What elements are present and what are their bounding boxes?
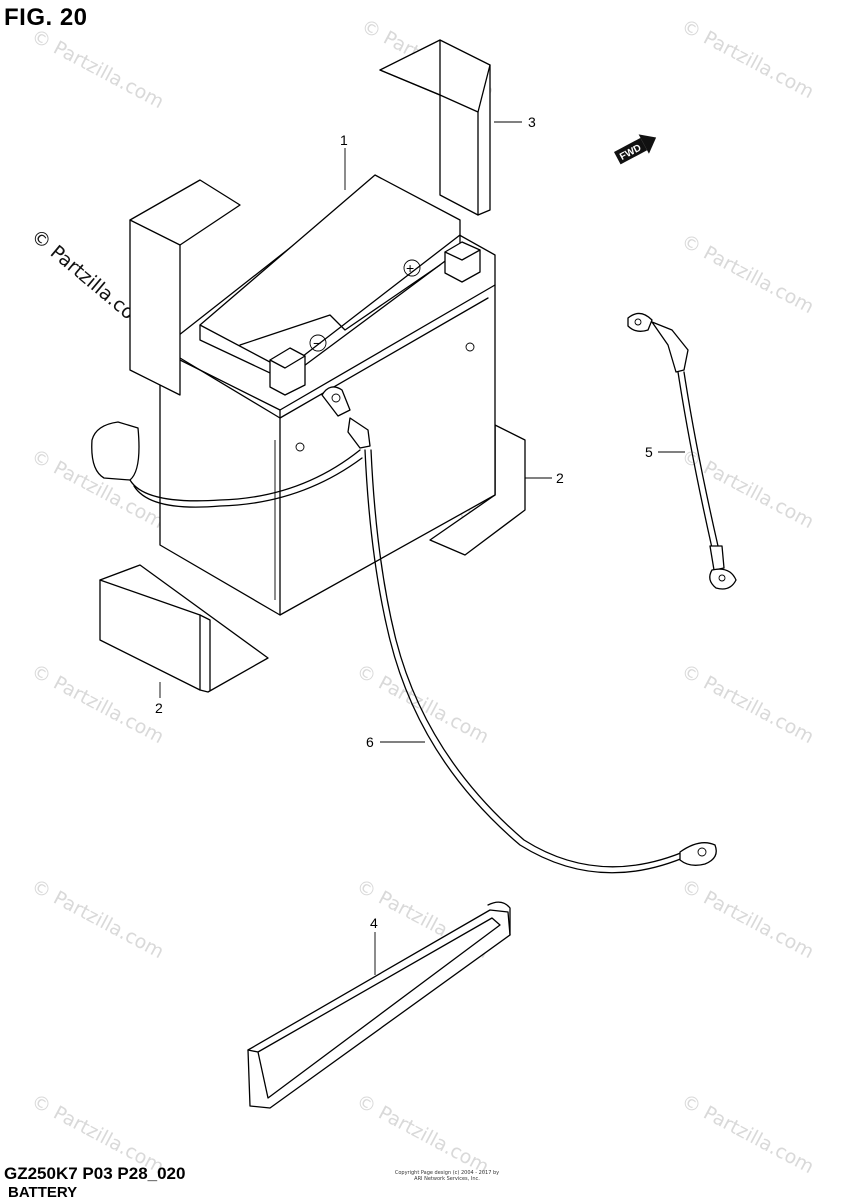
breather-cap — [91, 421, 363, 508]
callout-1: 1 — [340, 132, 348, 148]
part-6-lead-wire — [321, 386, 717, 874]
watermark: © Partzilla.com — [678, 875, 818, 963]
callout-leaders — [159, 121, 685, 975]
watermark-layer: © Partzilla.com © Partzilla.com © Partzi… — [27, 15, 818, 1178]
terminal-plus-mark: + — [406, 260, 414, 276]
part-2-cushion-lower — [99, 564, 269, 693]
diagram-code: GZ250K7 P03 P28_020 — [4, 1164, 186, 1183]
terminal-minus-mark: − — [313, 335, 321, 351]
part-4-battery-band — [247, 901, 511, 1109]
callout-2-rear: 2 — [556, 470, 564, 486]
part-3-holder-bracket — [379, 39, 491, 216]
callout-4: 4 — [370, 915, 378, 931]
callout-3: 3 — [528, 114, 536, 130]
callout-labels: 1 2 2 3 4 5 6 — [155, 114, 653, 931]
part-5-short-wire — [627, 312, 737, 590]
figure-title: FIG. 20 — [4, 4, 88, 31]
forward-direction-badge: FWD — [614, 134, 657, 165]
copyright-note: Copyright Page design (c) 2004 - 2017 by… — [394, 1170, 500, 1182]
part-2-cushion-left — [129, 179, 241, 396]
callout-6: 6 — [366, 734, 374, 750]
watermark: © Partzilla.com — [678, 15, 818, 103]
watermark: © Partzilla.com — [353, 1090, 493, 1178]
watermark: © Partzilla.com — [28, 875, 168, 963]
diagram-name: BATTERY — [8, 1185, 78, 1200]
forward-label: FWD — [618, 143, 643, 163]
watermark: © Partzilla.com — [28, 25, 168, 113]
watermark: © Partzilla.com — [678, 1090, 818, 1178]
watermark: © Partzilla.com — [678, 230, 818, 318]
watermark: © Partzilla.com — [678, 660, 818, 748]
callout-2-lower: 2 — [155, 700, 163, 716]
watermark: © Partzilla.com — [28, 660, 168, 748]
callout-5: 5 — [645, 444, 653, 460]
